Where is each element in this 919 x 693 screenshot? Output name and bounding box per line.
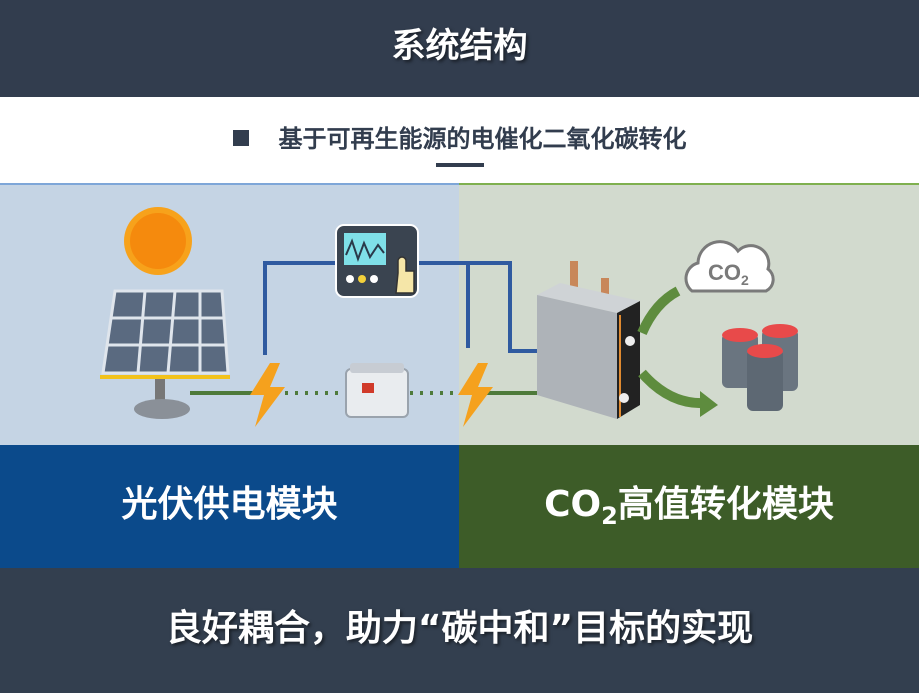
co2-module-suffix: 高值转化模块: [617, 484, 834, 525]
co2-subscript: 2: [601, 502, 618, 530]
fuel-barrels-icon: [722, 324, 798, 411]
flow-arrows: [637, 286, 718, 417]
co2-cloud-subscript: 2: [741, 272, 749, 288]
footer-slogan: 良好耦合，助力“碳中和”目标的实现: [0, 568, 919, 693]
subtitle-bar: 基于可再生能源的电催化二氧化碳转化: [0, 97, 919, 183]
wires: [263, 261, 540, 355]
co2-prefix: CO: [544, 484, 602, 525]
co2-module-label: CO2高值转化模块: [459, 445, 919, 568]
lightning-icon: [250, 363, 493, 427]
header-title: 系统结构: [0, 0, 919, 97]
pv-module-label: 光伏供电模块: [0, 445, 459, 568]
electrolyzer-cell-icon: [537, 261, 640, 419]
solar-panel-icon: [100, 289, 230, 419]
sun-icon: [124, 207, 192, 275]
battery-icon: [345, 363, 409, 418]
divider: [436, 163, 484, 167]
subtitle-text: 基于可再生能源的电催化二氧化碳转化: [278, 125, 687, 153]
co2-cloud-icon: CO2: [684, 240, 775, 293]
svg-text:CO2: CO2: [708, 260, 749, 288]
square-bullet-icon: [232, 130, 249, 146]
monitor-icon: [335, 224, 419, 298]
co2-cloud-label: CO: [708, 260, 741, 285]
system-diagram: CO2: [100, 207, 798, 427]
